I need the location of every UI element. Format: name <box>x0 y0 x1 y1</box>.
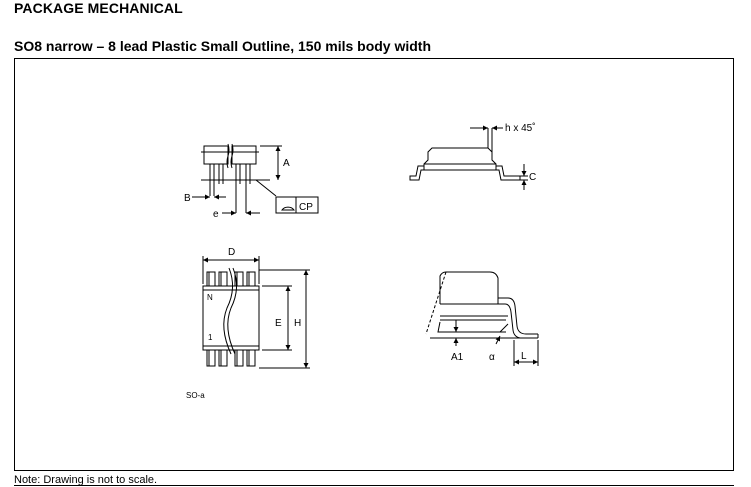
label-e-body-width: E <box>275 318 282 329</box>
label-pin-1: 1 <box>208 333 213 342</box>
label-alpha: α <box>489 352 495 363</box>
top-view-body <box>202 285 260 351</box>
package-subtitle: SO8 narrow – 8 lead Plastic Small Outlin… <box>14 38 432 54</box>
label-c: C <box>529 172 536 183</box>
label-h-chamfer: h x 45˚ <box>505 122 536 134</box>
top-view <box>202 256 310 369</box>
label-pin-n: N <box>207 293 213 302</box>
label-a1: A1 <box>451 352 464 363</box>
label-cp: CP <box>299 202 313 213</box>
coplanarity-box <box>275 196 319 214</box>
scale-note: Note: Drawing is not to scale. <box>14 474 158 486</box>
end-view-body <box>423 147 497 171</box>
lead-detail-body <box>439 271 499 304</box>
side-view-body-left <box>203 145 229 165</box>
lead-detail-view <box>425 271 539 366</box>
drawing-frame <box>14 58 734 471</box>
end-view <box>409 125 528 190</box>
side-view <box>192 143 319 216</box>
label-l: L <box>521 351 527 362</box>
label-d: D <box>228 247 235 258</box>
footer-divider <box>14 485 734 486</box>
label-h-lead-span: H <box>294 318 301 329</box>
side-view-body-right <box>231 145 257 165</box>
drawing-caption: SO-a <box>186 391 205 400</box>
label-e: e <box>213 209 219 220</box>
label-a: A <box>283 158 290 169</box>
label-b: B <box>184 193 191 204</box>
section-title: PACKAGE MECHANICAL <box>14 0 183 16</box>
